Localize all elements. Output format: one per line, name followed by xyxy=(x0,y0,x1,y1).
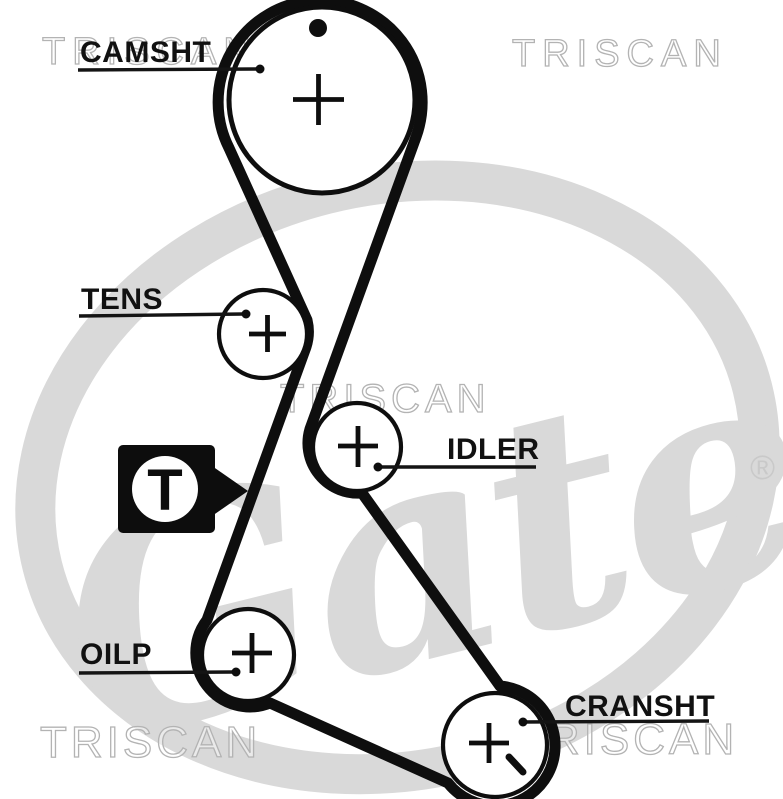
tensioner-center-mark xyxy=(249,315,286,352)
camsht-leader-dot xyxy=(255,64,265,74)
label-oilp: OILP xyxy=(78,638,241,677)
tens-leader-dot xyxy=(241,309,251,319)
oilp-leader-dot xyxy=(231,667,241,677)
triscan-watermark-layer: TRISCAN TRISCAN TRISCAN TRISCAN TRISCAN xyxy=(39,30,734,767)
label-cransht: CRANSHT xyxy=(518,690,715,727)
camshaft-pulley xyxy=(226,4,418,196)
oil-pump-center-mark xyxy=(232,633,272,673)
timing-belt xyxy=(190,0,561,799)
registered-trademark-symbol: ® xyxy=(750,449,775,487)
triscan-watermark-top-right: TRISCAN xyxy=(512,33,728,75)
tensioner-marker-icon: T xyxy=(118,445,248,533)
cransht-label: CRANSHT xyxy=(565,690,715,723)
triscan-watermark-top-left: TRISCAN xyxy=(42,31,258,73)
camshaft-center-mark xyxy=(293,74,344,125)
oil-pump-pulley xyxy=(199,606,297,704)
camsht-label: CAMSHT xyxy=(80,36,211,69)
camsht-leader-line xyxy=(77,67,257,72)
tens-label: TENS xyxy=(81,283,163,316)
idler-pulley xyxy=(310,400,404,494)
idler-label: IDLER xyxy=(447,433,540,466)
idler-leader-dot xyxy=(373,462,383,472)
crankshaft-center-mark xyxy=(469,723,509,763)
cransht-leader-line xyxy=(521,719,710,724)
idler-center-mark xyxy=(338,426,378,467)
tensioner-pulley xyxy=(216,287,310,381)
t-marker-circle xyxy=(132,456,198,522)
crankshaft-timing-mark xyxy=(505,753,527,776)
oilp-label: OILP xyxy=(80,638,152,671)
oilp-leader-line xyxy=(78,670,234,675)
crankshaft-pulley xyxy=(440,690,550,799)
label-idler: IDLER xyxy=(373,433,540,472)
t-marker-arrow-icon xyxy=(212,466,248,516)
tens-leader-line xyxy=(78,312,244,318)
label-tens: TENS xyxy=(78,283,251,319)
camshaft-timing-dot xyxy=(309,19,327,37)
triscan-watermark-bottom-left: TRISCAN xyxy=(40,718,261,767)
t-marker-letter: T xyxy=(147,458,182,523)
cransht-leader-dot xyxy=(518,717,528,727)
label-camsht: CAMSHT xyxy=(77,36,265,74)
